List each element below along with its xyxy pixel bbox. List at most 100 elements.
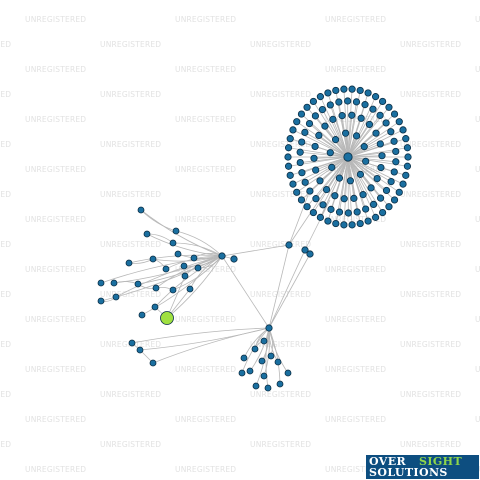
graph-edge [221,244,290,257]
graph-edge [128,254,223,264]
watermark-text: UNREGISTERED [250,340,311,349]
watermark-text: UNREGISTERED [25,415,86,424]
watermark-text: UNREGISTERED [250,240,311,249]
graph-edge [347,156,392,182]
graph-node [246,367,254,375]
graph-node [276,380,284,388]
graph-node [372,93,380,101]
graph-node [348,111,356,119]
graph-node [387,177,395,186]
graph-node [356,170,365,178]
graph-node [238,369,246,377]
graph-node [97,279,105,287]
graph-node [364,89,372,97]
graph-node [289,126,297,134]
graph-node [190,254,198,262]
logo-text-sight: SIGHT [419,455,463,468]
watermark-text: UNREGISTERED [325,115,386,124]
graph-node [301,178,309,186]
watermark-text: UNREGISTERED [175,165,236,174]
watermark-text: UNREGISTERED [100,390,161,399]
graph-edge [300,156,349,163]
graph-edge [347,156,374,205]
watermark-text: UNREGISTERED [0,440,11,449]
graph-node [284,153,292,161]
graph-edge [146,233,223,257]
graph-node [316,93,324,101]
watermark-text: UNREGISTERED [175,315,236,324]
graph-edge [314,156,349,159]
graph-node [335,208,344,216]
graph-node [359,191,367,199]
watermark-text: UNREGISTERED [0,140,11,149]
watermark-text: UNREGISTERED [100,40,161,49]
graph-node [344,97,352,105]
node-layer [97,85,412,392]
graph-node [110,279,118,287]
watermark-text: UNREGISTERED [175,465,236,474]
graph-edge [347,140,395,158]
graph-edge [268,249,306,329]
graph-edge [268,244,290,329]
graph-node [376,111,384,119]
watermark-text: UNREGISTERED [400,390,461,399]
graph-edge [221,255,270,329]
graph-node [265,324,273,332]
watermark-text: UNREGISTERED [250,440,311,449]
graph-node [316,177,324,185]
graph-node [312,166,320,174]
graph-node [365,120,374,129]
graph-node [390,110,399,118]
watermark-text: UNREGISTERED [475,115,480,124]
graph-node [335,174,344,182]
graph-node [258,357,266,365]
watermark-text: UNREGISTERED [325,15,386,24]
graph-edge [152,327,270,364]
graph-node [298,169,306,177]
graph-node [369,105,377,113]
graph-node [331,136,340,144]
graph-node [151,303,159,311]
graph-node [369,200,378,208]
graph-edge [347,108,374,158]
graph-edge [265,327,270,389]
watermark-text: UNREGISTERED [250,140,311,149]
graph-edge [263,327,271,377]
graph-node [372,129,380,137]
graph-node [136,346,144,354]
graph-node [286,135,294,143]
graph-node [180,262,188,270]
graph-node [315,131,323,140]
graph-edge [347,124,370,158]
watermark-text: UNREGISTERED [25,215,86,224]
graph-edge [315,156,349,171]
graph-edge [301,156,349,174]
graph-node [346,177,354,185]
graph-edge [315,156,349,199]
graph-edge [347,156,396,163]
graph-node [329,115,337,123]
graph-edge [300,151,349,158]
graph-node [174,250,182,258]
graph-node [332,219,340,228]
graph-node [137,206,145,214]
graph-node [319,201,327,209]
watermark-text: UNREGISTERED [0,290,11,299]
graph-node [350,194,358,202]
graph-node [310,154,318,162]
graph-node [312,195,320,203]
graph-edge [268,327,281,385]
graph-edge [347,156,378,179]
graph-edge [166,275,186,319]
graph-node [186,285,194,293]
graph-node [125,259,133,267]
graph-node [378,152,386,160]
watermark-layer: UNREGISTERED UNREGISTERED UNREGISTERED UNRE… [0,15,480,474]
graph-node [373,174,381,183]
graph-node [382,119,390,127]
graph-edge [347,156,364,195]
graph-edge [304,132,349,158]
logo-text-solutions: SOLUTIONS [369,466,448,479]
graph-node [240,354,248,362]
